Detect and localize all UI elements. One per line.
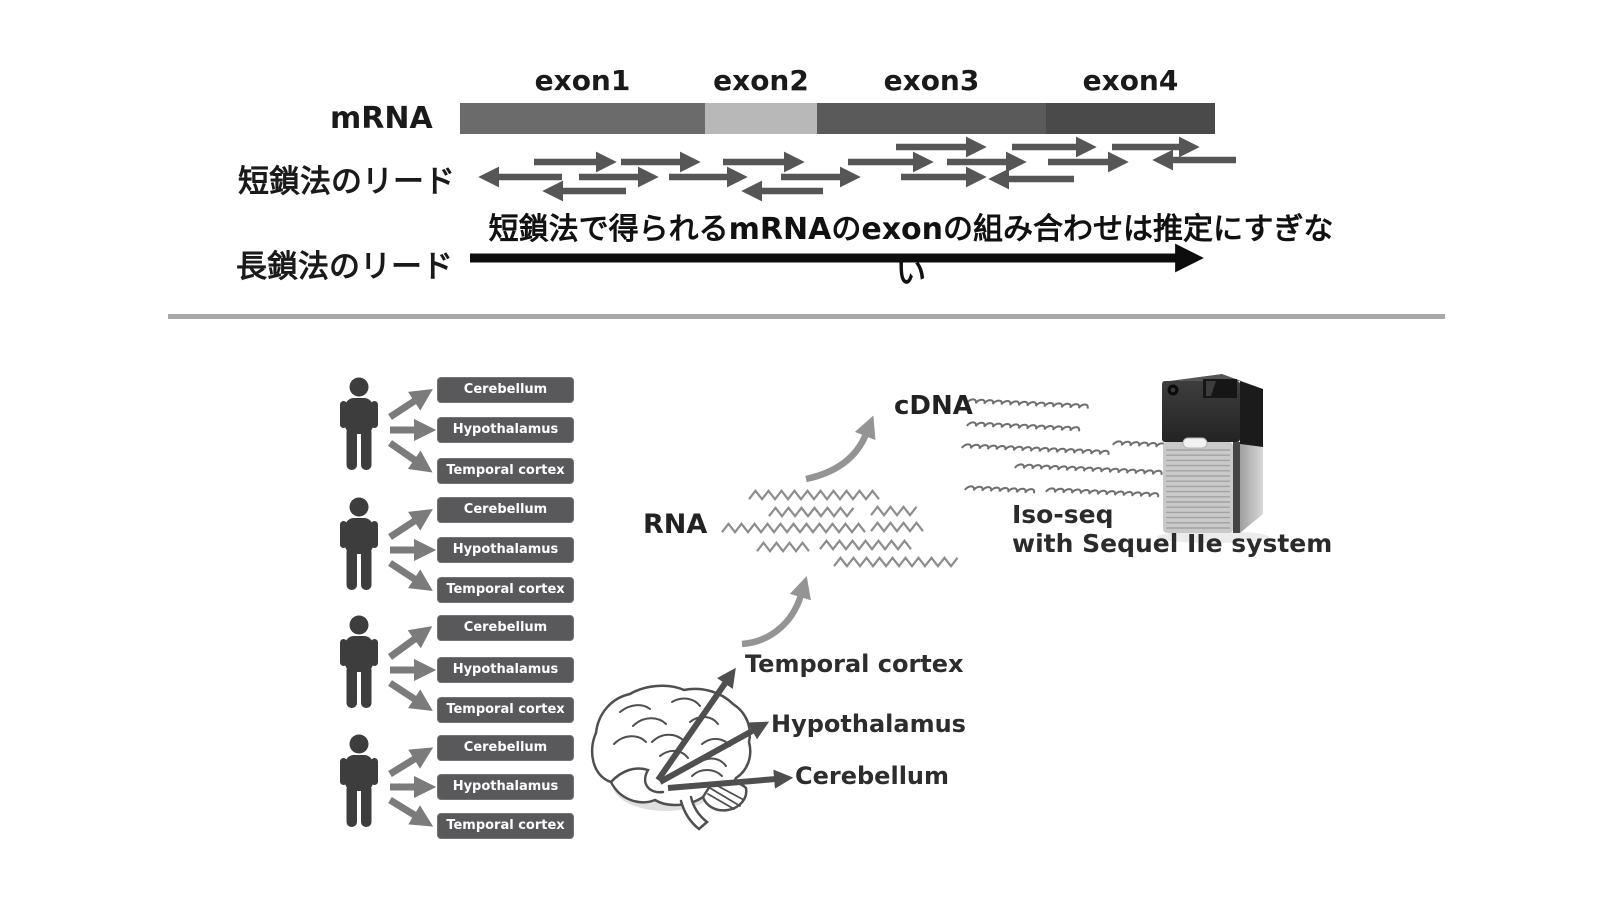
tissue-box: Temporal cortex (437, 813, 574, 839)
mrna-bar-exon2 (705, 103, 817, 134)
short-read-method-label: 短鎖法のリード (238, 164, 455, 200)
long-read-method-label: 長鎖法のリード (236, 249, 453, 285)
cdna-label: cDNA (894, 391, 973, 421)
exon2-label: exon2 (713, 64, 809, 97)
tissue-box: Hypothalamus (437, 774, 574, 800)
mrna-bar-exon4 (1046, 103, 1215, 134)
sequencer-machine (1157, 374, 1269, 543)
short-read-caveat-text: 短鎖法で得られるmRNAのexonの組み合わせは推定にすぎない (488, 212, 1334, 291)
hypothalamus-label: Hypothalamus (771, 710, 966, 738)
mrna-bar-exon1 (460, 103, 705, 134)
section-divider (168, 314, 1445, 319)
tissue-box: Cerebellum (437, 615, 574, 641)
rna-label: RNA (643, 509, 708, 540)
tissue-box: Temporal cortex (437, 577, 574, 603)
iso-seq-caption-line1: Iso-seq (1012, 500, 1114, 529)
exon3-label: exon3 (883, 64, 980, 97)
tissue-box: Temporal cortex (437, 458, 574, 484)
iso-seq-caption-line2: with Sequel IIe system (1012, 529, 1333, 558)
mrna-bar-exon3 (817, 103, 1046, 134)
cdna-strands (961, 398, 1192, 498)
camera-dot-icon (1167, 384, 1179, 396)
tissue-box: Cerebellum (437, 497, 574, 523)
tissue-box: Hypothalamus (437, 537, 574, 563)
tissue-box: Cerebellum (437, 735, 574, 761)
tissue-box: Hypothalamus (437, 417, 574, 443)
brain-region-arrows (655, 667, 794, 791)
tissue-box: Temporal cortex (437, 697, 574, 723)
rna-strands (721, 489, 959, 568)
short-read-arrows (478, 136, 1236, 202)
rna-to-cdna-arrow (805, 415, 876, 483)
tissue-box: Hypothalamus (437, 657, 574, 683)
brain-to-rna-arrow (741, 575, 811, 648)
subject-tissue-arrows (387, 388, 437, 827)
cerebellum-label: Cerebellum (795, 762, 950, 790)
mrna-label: mRNA (330, 101, 433, 136)
exon4-label: exon4 (1082, 64, 1179, 97)
temporal-cortex-label: Temporal cortex (745, 650, 964, 678)
tissue-box: Cerebellum (437, 377, 574, 403)
brain-illustration (590, 684, 752, 831)
exon1-label: exon1 (534, 64, 631, 97)
